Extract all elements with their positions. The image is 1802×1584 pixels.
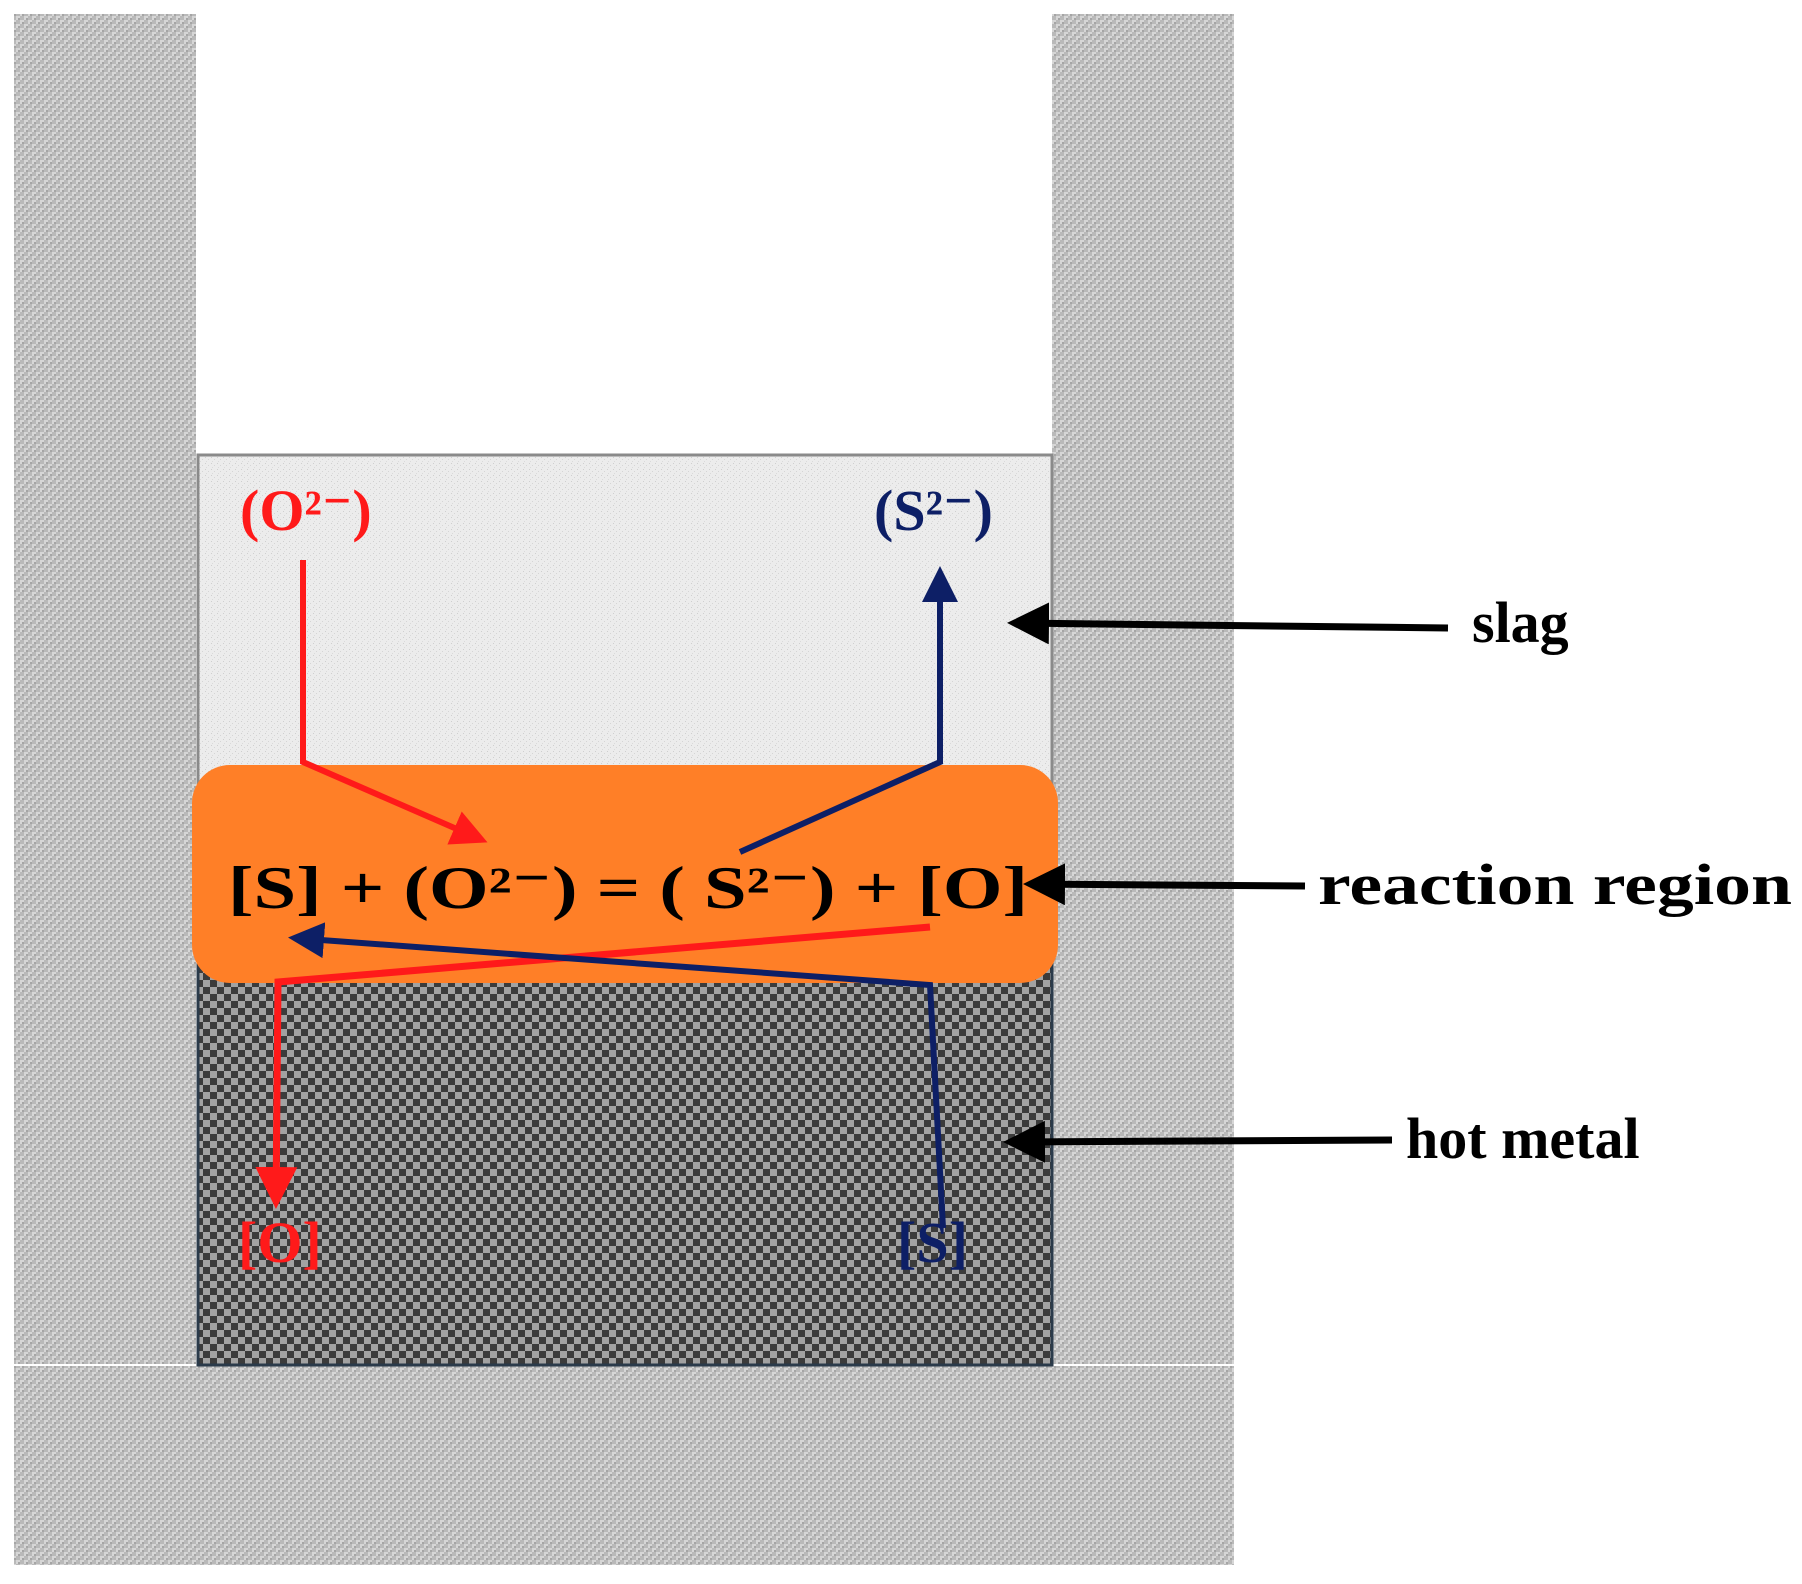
reaction-region-band (192, 765, 1058, 983)
oxygen-bottom-label: [O] (238, 1210, 322, 1275)
reaction-region-label: reaction region (1318, 852, 1792, 917)
right-wall (1052, 14, 1234, 1370)
oxide-ion-top-label: (O²⁻) (240, 478, 372, 543)
bottom-wall (14, 1365, 1234, 1565)
slag-pointer-arrow (1007, 602, 1449, 645)
hot-metal-label: hot metal (1406, 1106, 1640, 1171)
oxygen-release-path (255, 923, 931, 1209)
reaction-region-pointer-arrow (1023, 863, 1306, 906)
hot-metal-layer (196, 958, 1054, 1367)
sulfur-transfer-path (288, 922, 946, 1229)
sulfide-ion-top-label: (S²⁻) (874, 478, 993, 543)
slag-label: slag (1472, 590, 1569, 655)
sulfur-bottom-label: [S] (897, 1210, 968, 1275)
hot-metal-pointer-arrow (1003, 1120, 1393, 1163)
oxide-ion-path (300, 560, 488, 845)
reaction-equation: [S] + (O²⁻) = ( S²⁻) + [O] (228, 855, 1028, 921)
sulfide-ion-path (738, 566, 958, 855)
left-wall (14, 14, 196, 1370)
